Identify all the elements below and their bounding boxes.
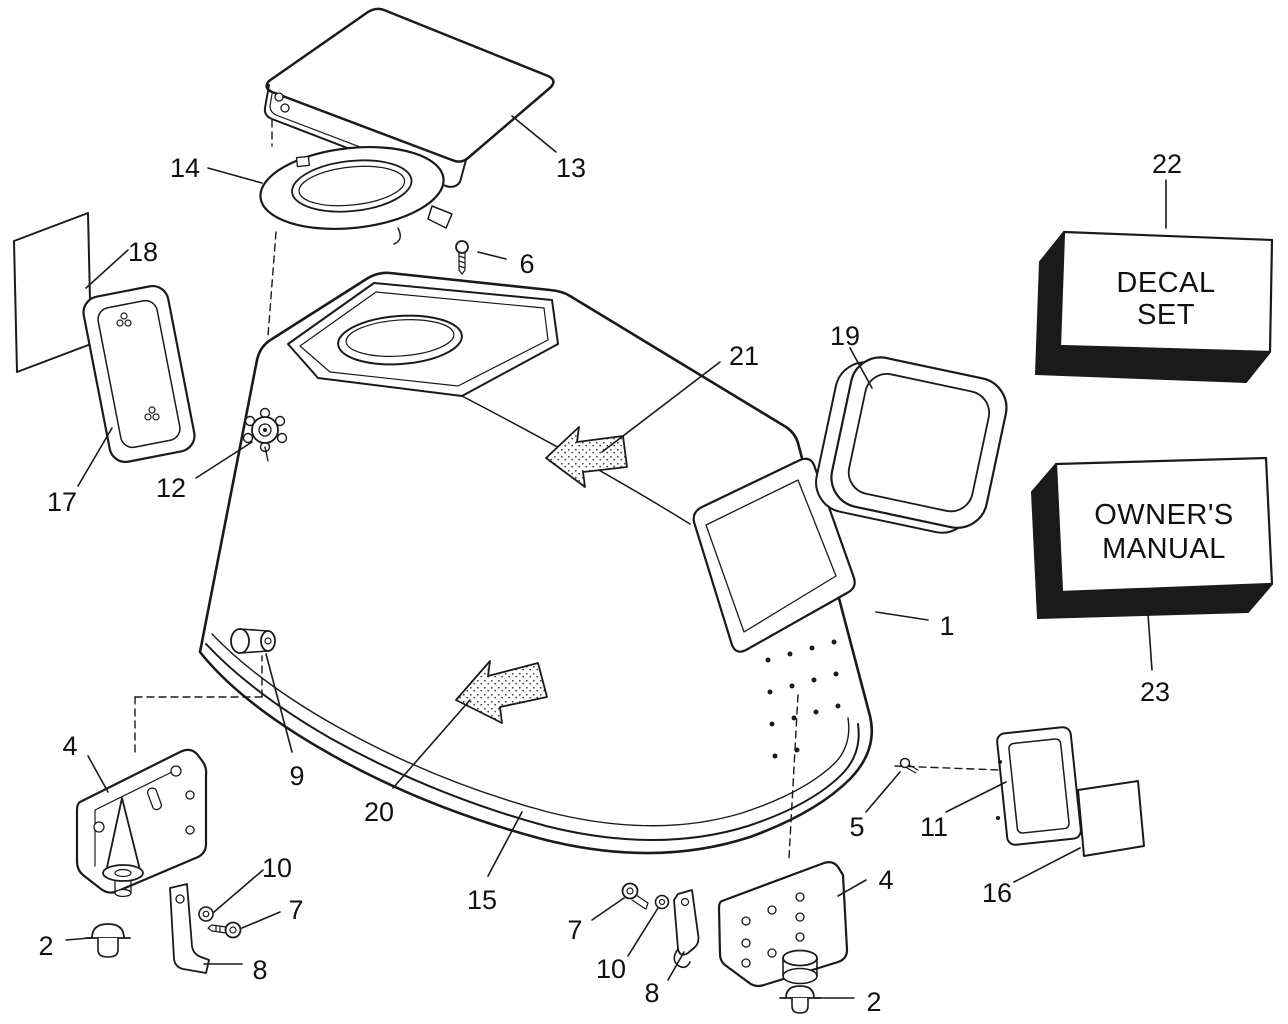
callout-23: 23 xyxy=(1140,677,1170,707)
callout-17: 17 xyxy=(47,487,77,517)
part-washer-10-right xyxy=(654,894,670,910)
callout-8-left: 8 xyxy=(252,955,267,985)
callout-14: 14 xyxy=(170,153,200,183)
callout-9: 9 xyxy=(289,761,304,791)
part-screw-5 xyxy=(899,757,919,774)
part-bracket-8-left xyxy=(169,883,210,974)
callout-2-left: 2 xyxy=(38,931,53,961)
owners-manual-label-line1: OWNER'S xyxy=(1094,499,1234,531)
part-grommet-2-right xyxy=(779,985,821,1014)
part-latch-9 xyxy=(230,628,276,654)
callout-7-left: 7 xyxy=(288,895,303,925)
callout-4-right: 4 xyxy=(878,865,893,895)
owners-manual-box xyxy=(1031,456,1274,619)
part-grommet-2-left xyxy=(85,923,131,958)
callout-6: 6 xyxy=(519,249,534,279)
decal-set-box xyxy=(1035,230,1274,383)
part-screw-6 xyxy=(455,240,469,275)
callout-20: 20 xyxy=(364,797,394,827)
part-gasket-plate-17 xyxy=(82,284,196,464)
decal-set-label-line2: SET xyxy=(1137,299,1195,331)
intake-oval xyxy=(337,314,463,366)
part-engine-cover xyxy=(198,271,874,855)
part-bracket-4-right xyxy=(717,861,849,988)
part-bracket-8-right xyxy=(673,889,700,969)
callout-10-right: 10 xyxy=(596,954,626,984)
box-labels: DECAL SET OWNER'S MANUAL xyxy=(1094,267,1234,565)
callout-2-right: 2 xyxy=(866,987,881,1017)
callout-19: 19 xyxy=(830,321,860,351)
callout-13: 13 xyxy=(556,153,586,183)
callout-21: 21 xyxy=(729,341,759,371)
callout-16: 16 xyxy=(982,878,1012,908)
part-screw-7-right xyxy=(621,882,649,910)
callout-18: 18 xyxy=(128,237,158,267)
side-window xyxy=(692,457,856,653)
callout-7-right: 7 xyxy=(567,915,582,945)
part-bracket-4-left xyxy=(75,748,208,898)
leader-lines xyxy=(65,115,1167,999)
callouts: 14 18 13 6 22 21 19 17 12 1 23 9 4 2 20 … xyxy=(38,149,1182,1017)
decal-arrow-20 xyxy=(455,660,548,724)
callout-10-left: 10 xyxy=(262,853,292,883)
part-plate-18 xyxy=(13,212,92,373)
part-screw-7-left xyxy=(207,921,242,939)
part-washer-10-left xyxy=(198,906,214,922)
part-plate-16 xyxy=(1077,780,1145,857)
part-frame-11 xyxy=(996,726,1082,846)
callout-4-left: 4 xyxy=(62,731,77,761)
part-gasket-ring xyxy=(259,145,453,245)
callout-15: 15 xyxy=(467,885,497,915)
decal-arrow-21 xyxy=(545,426,628,488)
mounting-holes xyxy=(765,639,841,759)
part-knob-12 xyxy=(242,407,288,462)
callout-12: 12 xyxy=(156,473,186,503)
callout-22: 22 xyxy=(1152,149,1182,179)
part-bezel-19 xyxy=(815,356,1008,534)
owners-manual-label-line2: MANUAL xyxy=(1102,533,1226,565)
callout-5: 5 xyxy=(849,812,864,842)
callout-1: 1 xyxy=(939,611,954,641)
decal-set-label-line1: DECAL xyxy=(1116,267,1215,299)
callout-8-right: 8 xyxy=(644,978,659,1008)
callout-11: 11 xyxy=(920,812,948,842)
